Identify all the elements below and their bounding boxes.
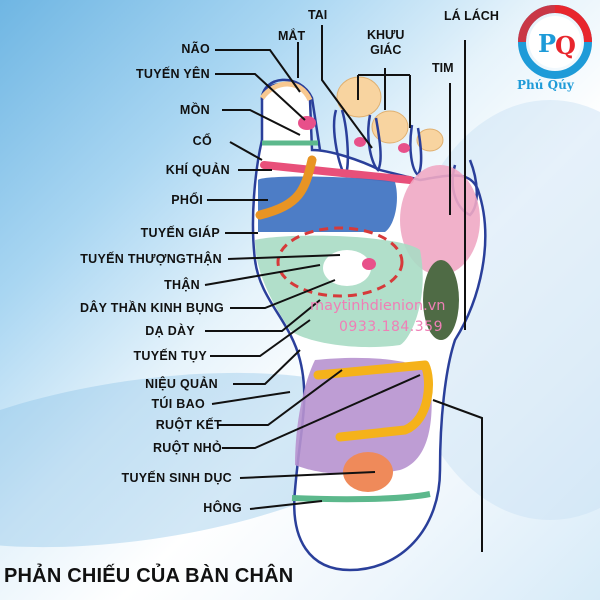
label-khuu-giac-line2: GIÁC bbox=[370, 43, 402, 57]
label-ruot-nho: RUỘT NHỎ bbox=[152, 441, 222, 455]
label-la-lach: LÁ LÁCH bbox=[444, 9, 499, 23]
logo-letter-p: P bbox=[538, 29, 556, 58]
label-day-than-kinh-bung: DÂY THẦN KINH BỤNG bbox=[79, 301, 224, 315]
label-co: CỔ bbox=[192, 134, 212, 148]
label-khi-quan: KHÍ QUẢN bbox=[165, 163, 230, 177]
label-mon: MỒN bbox=[179, 103, 210, 117]
label-tuyen-giap: TUYẾN GIÁP bbox=[140, 226, 220, 240]
label-than: THẬN bbox=[164, 278, 200, 292]
page-title: PHẢN CHIẾU CỦA BÀN CHÂN bbox=[4, 565, 294, 587]
logo-letter-q: Q bbox=[555, 31, 576, 60]
label-hong: HÔNG bbox=[203, 501, 242, 515]
phu-quy-logo-icon: P Q bbox=[518, 5, 592, 79]
label-khuu-giac-line1: KHƯU bbox=[367, 28, 405, 42]
label-tuyen-tuy: TUYẾN TỤY bbox=[133, 349, 207, 363]
label-mat: MẮT bbox=[278, 29, 306, 43]
watermark-site: maytinhdienion.vn bbox=[310, 298, 446, 314]
label-tuyen-yen: TUYẾN YÊN bbox=[135, 67, 210, 81]
label-khuu-giac: KHƯU GIÁC bbox=[367, 28, 404, 58]
label-tuyen-sinh-duc: TUYẾN SINH DỤC bbox=[121, 471, 232, 485]
label-tuyen-thuong-than: TUYẾN THƯỢNGTHẬN bbox=[80, 252, 222, 266]
label-nao: NÃO bbox=[181, 42, 210, 56]
label-tai: TAI bbox=[308, 8, 328, 22]
logo-brand-name: Phú Qúy bbox=[517, 78, 574, 92]
label-nieu-quan: NIỆU QUẢN bbox=[145, 377, 218, 391]
label-tim: TIM bbox=[432, 61, 454, 75]
label-tui-bao: TÚI BAO bbox=[151, 397, 205, 411]
label-ruot-ket: RUỘT KẾT bbox=[155, 418, 222, 432]
label-da-day: DẠ DÀY bbox=[145, 324, 195, 338]
label-phoi: PHỔI bbox=[171, 193, 203, 207]
watermark-phone: 0933.184.359 bbox=[339, 319, 443, 335]
